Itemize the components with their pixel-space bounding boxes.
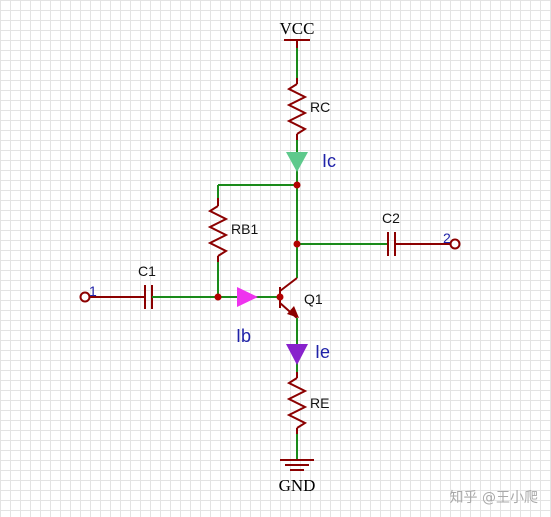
ib-current-arrow: Ib bbox=[236, 287, 258, 346]
capacitor-c1: C1 bbox=[138, 263, 156, 309]
pin-in-label: 1 bbox=[89, 283, 97, 299]
rb1-label: RB1 bbox=[231, 221, 258, 237]
input-terminal: 1 bbox=[79, 283, 97, 303]
gnd-label: GND bbox=[279, 476, 316, 495]
ie-current-arrow: Ie bbox=[286, 342, 330, 365]
watermark: 知乎 @王小爬 bbox=[450, 489, 538, 506]
c2-label: C2 bbox=[382, 210, 400, 226]
c1-label: C1 bbox=[138, 263, 156, 279]
junction-output-node bbox=[293, 240, 301, 248]
rc-label: RC bbox=[310, 99, 330, 115]
capacitor-c2: C2 bbox=[382, 210, 400, 256]
vcc-label: VCC bbox=[280, 19, 315, 38]
resistor-rc: RC bbox=[286, 78, 330, 140]
pin-out-label: 2 bbox=[443, 230, 451, 246]
ic-label: Ic bbox=[322, 151, 336, 171]
junction-base-right bbox=[276, 293, 284, 301]
ic-current-arrow: Ic bbox=[286, 151, 336, 172]
junction-collector-node bbox=[293, 181, 301, 189]
ib-label: Ib bbox=[236, 326, 251, 346]
transistor-q1: Q1 bbox=[279, 277, 323, 319]
resistor-rb1: RB1 bbox=[207, 198, 258, 262]
re-label: RE bbox=[310, 395, 329, 411]
vcc-terminal: VCC bbox=[280, 19, 315, 48]
resistor-re: RE bbox=[286, 372, 329, 434]
output-terminal: 2 bbox=[443, 230, 461, 250]
q1-label: Q1 bbox=[304, 291, 323, 307]
ie-label: Ie bbox=[315, 342, 330, 362]
ground-symbol: GND bbox=[279, 459, 316, 495]
junction-base-left bbox=[214, 293, 222, 301]
